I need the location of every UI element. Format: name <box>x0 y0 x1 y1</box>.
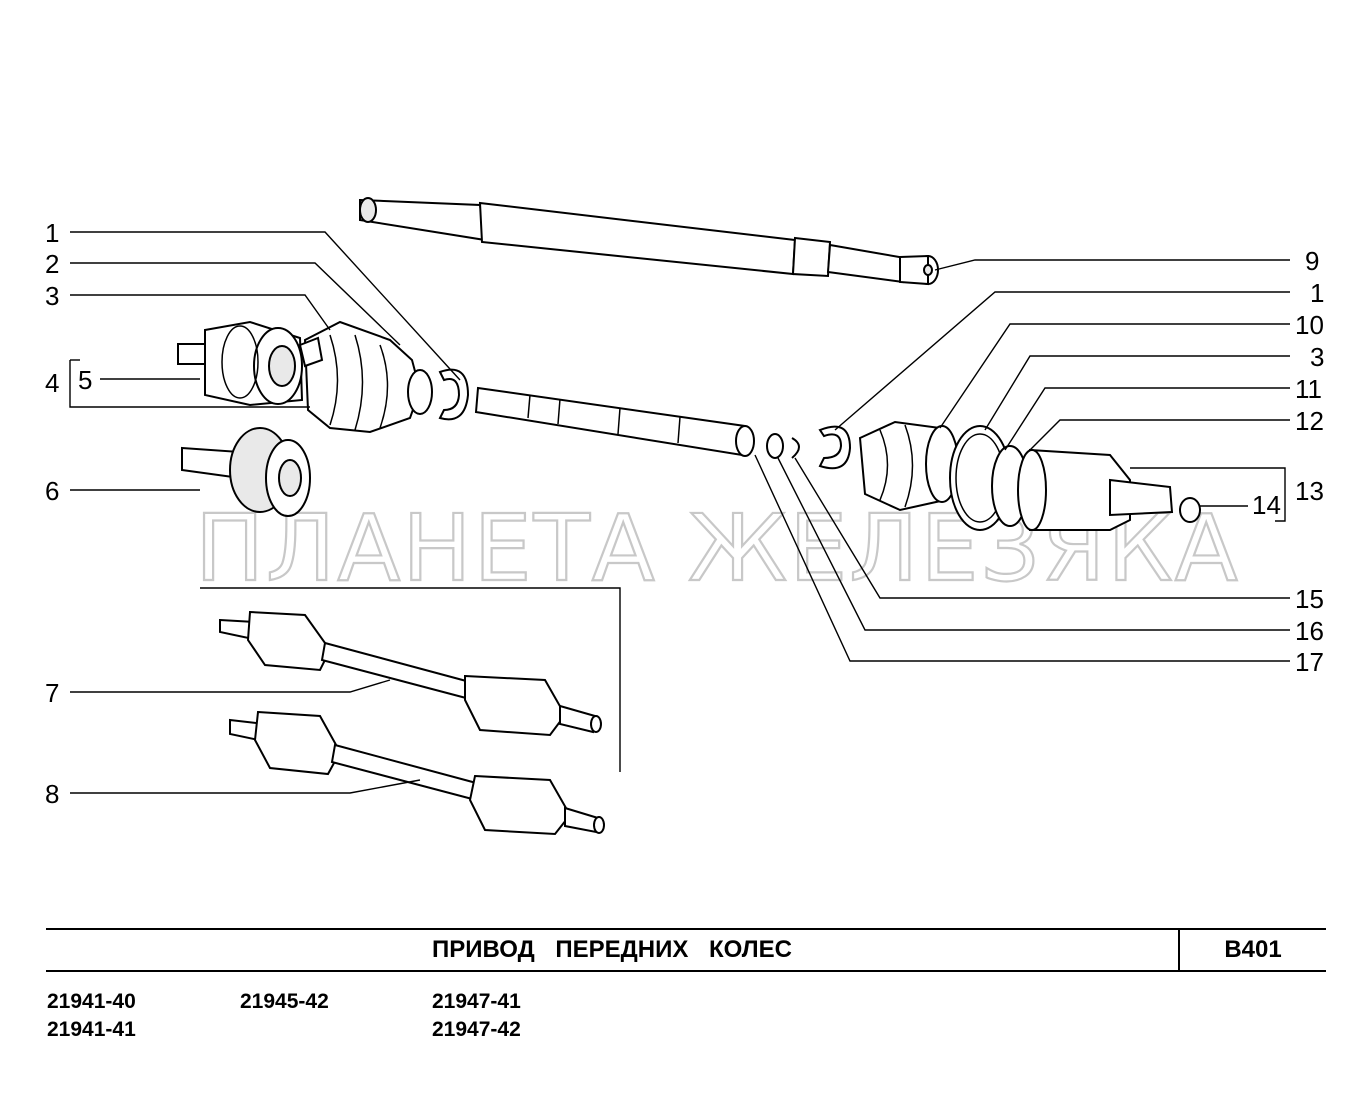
center-shaft <box>474 386 755 457</box>
callout-10: 10 <box>1295 310 1324 340</box>
snap-ring-left <box>438 368 470 421</box>
models-column-2: 21945-42 <box>240 988 329 1016</box>
callouts-left: 1 2 3 4 5 6 7 8 <box>45 218 92 809</box>
callout-9: 9 <box>1305 246 1319 276</box>
callout-12: 12 <box>1295 406 1324 436</box>
callout-1-left: 1 <box>45 218 59 248</box>
model-code: 21941-40 <box>47 990 136 1013</box>
model-code: 21941-41 <box>47 1018 136 1041</box>
callout-3-left: 3 <box>45 281 59 311</box>
model-code: 21947-42 <box>432 1018 521 1041</box>
callout-3-right: 3 <box>1310 342 1324 372</box>
outer-cv-joint-abs <box>181 427 311 517</box>
rings-set <box>766 433 800 459</box>
models-column-1: 21941-40 21941-41 <box>47 988 136 1044</box>
callout-5: 5 <box>78 365 92 395</box>
callout-1-right: 1 <box>1310 278 1324 308</box>
callout-16: 16 <box>1295 616 1324 646</box>
callout-8: 8 <box>45 779 59 809</box>
outer-boot <box>298 320 433 434</box>
inner-cv-joint <box>1017 448 1201 531</box>
drive-shaft-assembly-7 <box>219 610 602 737</box>
callout-4: 4 <box>45 368 59 398</box>
callout-15: 15 <box>1295 584 1324 614</box>
page-title: ПРИВОД ПЕРЕДНИХ КОЛЕС <box>432 936 792 963</box>
callout-17: 17 <box>1295 647 1324 677</box>
inner-boot <box>858 420 959 512</box>
leader-lines <box>69 231 1290 794</box>
title-block: ПРИВОД ПЕРЕДНИХ КОЛЕС B401 <box>46 928 1326 972</box>
inner-clamp-and-seal <box>949 425 1029 531</box>
intermediate-shaft <box>359 197 939 286</box>
models-column-3: 21947-41 21947-42 <box>432 988 521 1044</box>
callout-14: 14 <box>1252 490 1281 520</box>
title-divider <box>1178 930 1180 970</box>
callouts-right: 9 1 10 3 11 12 13 14 15 16 17 <box>1252 246 1324 677</box>
callout-7: 7 <box>45 678 59 708</box>
callout-11: 11 <box>1295 374 1322 404</box>
callout-2: 2 <box>45 249 59 279</box>
callout-13: 13 <box>1295 476 1324 506</box>
drive-shaft-assembly-8 <box>229 710 605 836</box>
snap-ring-right <box>818 425 852 470</box>
callout-6: 6 <box>45 476 59 506</box>
model-code: 21945-42 <box>240 990 329 1013</box>
outer-cv-joint <box>177 320 304 407</box>
page-code: B401 <box>1224 936 1282 963</box>
model-code: 21947-41 <box>432 990 521 1013</box>
